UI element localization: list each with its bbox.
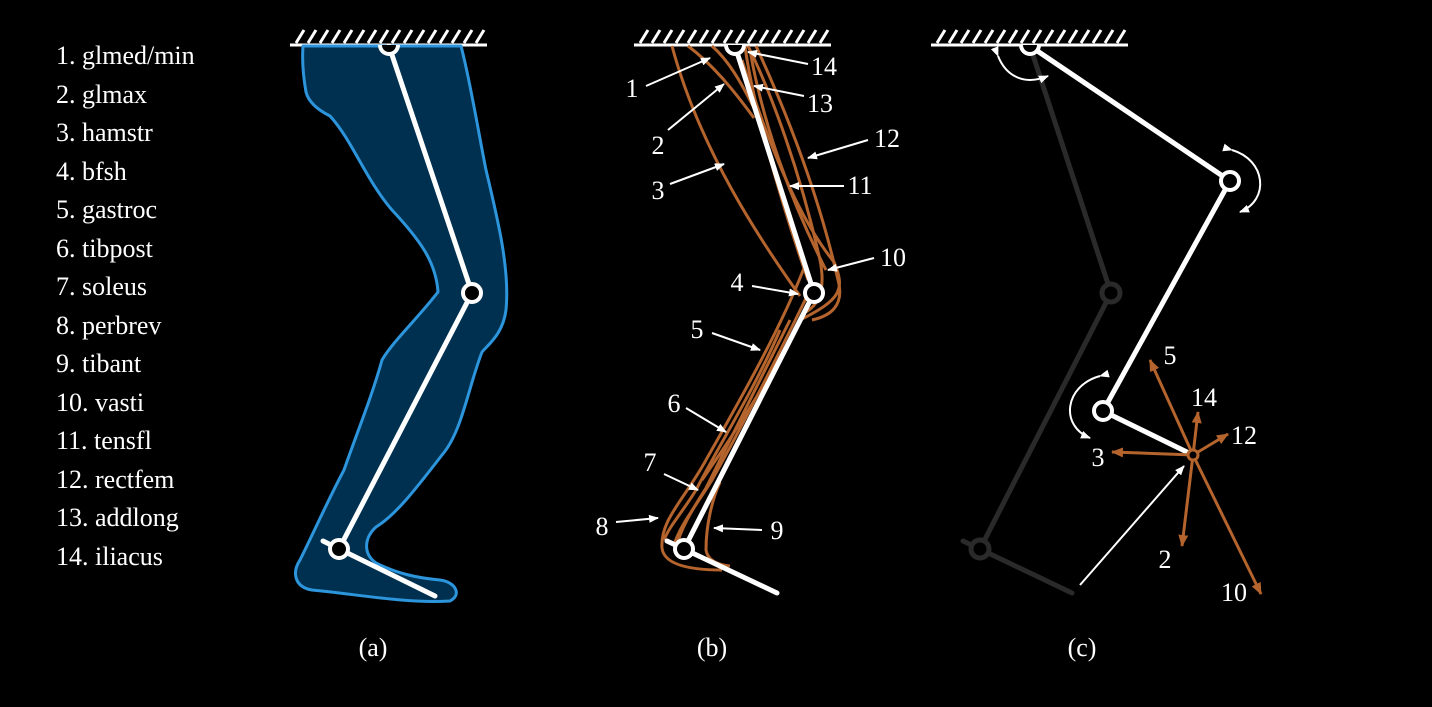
label-8: 8 <box>596 512 609 541</box>
pin-joint-icon <box>673 44 825 560</box>
legend-item: 3. hamstr <box>56 118 153 147</box>
label-9: 9 <box>771 516 784 545</box>
force-vectors <box>1111 359 1263 595</box>
legend-item: 1. glmed/min <box>56 41 195 70</box>
force-label-2: 2 <box>1159 545 1172 574</box>
muscle-vasti <box>700 59 842 481</box>
legend-item: 5. gastroc <box>56 195 158 224</box>
panel-c: 5 14 12 3 2 10 (c) <box>931 29 1263 662</box>
force-label-3: 3 <box>1092 443 1105 472</box>
panel-label-a: (a) <box>359 633 388 662</box>
muscle-number-labels: 1 2 3 4 5 6 7 8 9 10 11 12 13 14 <box>596 52 907 545</box>
legend-item: 11. tensfl <box>56 426 152 455</box>
muscle-hamstr <box>670 45 802 297</box>
label-3: 3 <box>652 176 665 205</box>
force-label-5: 5 <box>1164 341 1177 370</box>
legend-item: 13. addlong <box>56 503 179 532</box>
muscle-perbrev <box>662 329 782 541</box>
label-6: 6 <box>668 389 681 418</box>
legend-item: 2. glmax <box>56 79 147 109</box>
panel-b: 1 2 3 4 5 6 7 8 9 10 11 12 13 14 (b) <box>596 29 907 662</box>
pointer-arrow <box>1079 465 1185 586</box>
label-14: 14 <box>811 52 837 81</box>
legend-item: 8. perbrev <box>56 310 162 340</box>
label-7: 7 <box>644 448 657 477</box>
hatched-ground-icon <box>931 29 1128 47</box>
legend-item: 9. tibant <box>56 349 142 378</box>
panel-a: (a) <box>290 29 509 662</box>
legend-item: 7. soleus <box>56 272 147 301</box>
label-11: 11 <box>847 171 872 200</box>
legend-item: 12. rectfem <box>56 464 175 494</box>
muscle-legend: 1. glmed/min 2. glmax 3. hamstr 4. bfsh … <box>56 37 195 576</box>
force-labels: 5 14 12 3 2 10 <box>1092 341 1258 607</box>
muscle-soleus <box>674 319 792 549</box>
label-1: 1 <box>626 74 639 103</box>
leader-arrows <box>615 49 875 533</box>
legend-item: 4. bfsh <box>56 156 127 186</box>
curved-rotation-arrow-icon <box>990 46 1262 439</box>
hatched-ground-icon <box>634 29 831 47</box>
force-label-12: 12 <box>1231 421 1257 450</box>
panel-label-b: (b) <box>697 633 727 662</box>
faded-skeleton <box>960 43 1123 596</box>
muscle-tensfl <box>748 49 828 271</box>
label-2: 2 <box>652 131 665 160</box>
hatched-ground-icon <box>290 29 487 47</box>
muscle-rectfem <box>754 45 842 322</box>
force-label-14: 14 <box>1191 383 1217 412</box>
leg-silhouette <box>294 44 509 604</box>
label-4: 4 <box>731 268 744 297</box>
pin-joint-icon <box>328 44 483 560</box>
muscle-glmax <box>687 44 756 119</box>
label-5: 5 <box>691 315 704 344</box>
label-13: 13 <box>807 89 833 118</box>
force-label-10: 10 <box>1221 578 1247 607</box>
skeleton-c <box>1027 43 1233 458</box>
label-10: 10 <box>880 243 906 272</box>
label-12: 12 <box>874 124 900 153</box>
muscle-paths <box>660 44 842 572</box>
legend-item: 14. iliacus <box>56 541 163 571</box>
legend-item: 6. tibpost <box>56 233 153 263</box>
panel-label-c: (c) <box>1068 633 1097 662</box>
legend-item: 10. vasti <box>56 387 145 417</box>
